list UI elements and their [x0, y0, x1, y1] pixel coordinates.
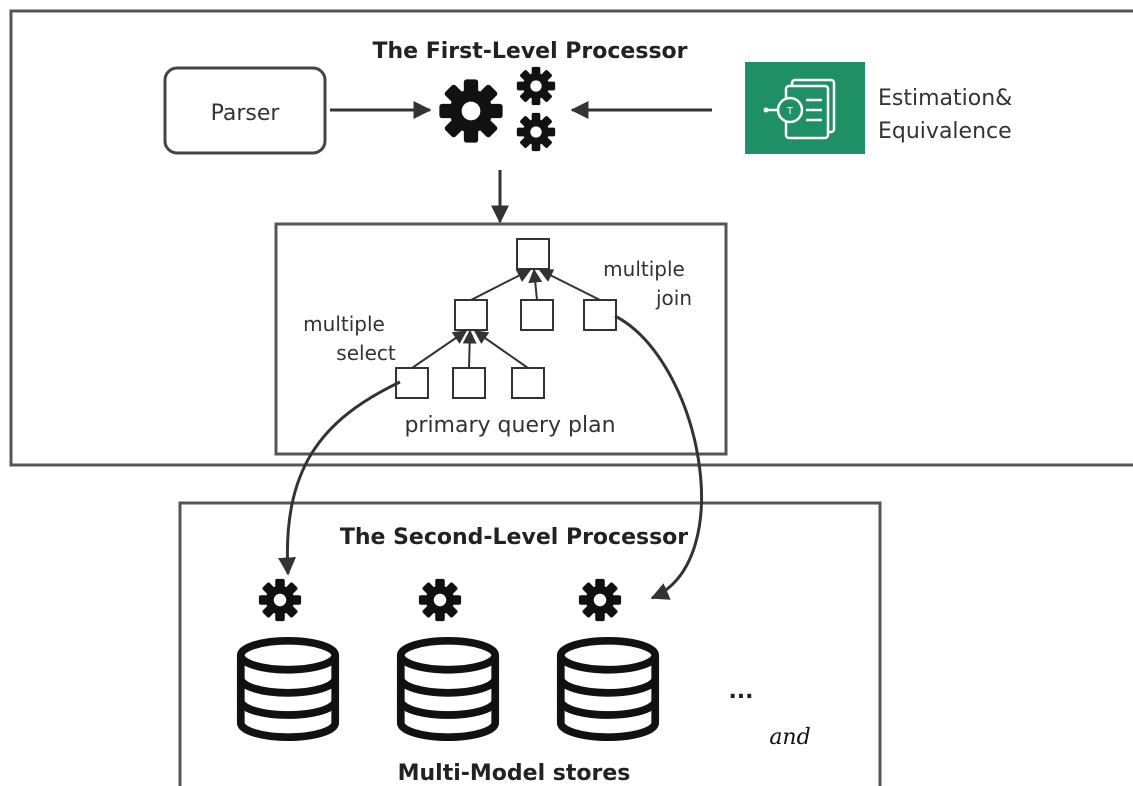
multi-model-stores-label: Multi-Model stores — [398, 761, 631, 786]
store-gear-icon-1 — [258, 578, 302, 622]
multiple-select-label-2: select — [336, 341, 396, 365]
plan-select-node — [454, 299, 488, 331]
parser-label: Parser — [211, 101, 281, 126]
svg-text:T: T — [786, 106, 794, 117]
estimation-label: Estimation& — [878, 86, 1012, 111]
first-level-processor-box — [9, 9, 1133, 467]
first-level-title: The First-Level Processor — [372, 39, 687, 64]
database-icon-1 — [241, 641, 335, 737]
database-icon-3 — [561, 641, 655, 737]
second-level-title: The Second-Level Processor — [340, 525, 688, 550]
database-icon-2 — [401, 641, 495, 737]
multiple-select-label-1: multiple — [303, 312, 385, 336]
second-level-processor-box — [178, 501, 882, 786]
plan-root-node — [516, 238, 550, 270]
store-gear-icon-2 — [418, 578, 462, 622]
plan-edge — [411, 330, 468, 369]
plan-middle-node — [520, 299, 554, 331]
plan-edge — [528, 268, 543, 301]
primary-query-plan-label: primary query plan — [404, 413, 615, 438]
store-gear-icon-3 — [578, 578, 622, 622]
plan-edge — [473, 330, 529, 369]
plan-leaf-node-2 — [452, 367, 486, 399]
query-plan-box — [274, 222, 728, 456]
parser-box — [163, 66, 327, 155]
plan-join-node — [583, 299, 617, 331]
more-stores-ellipsis: ... — [728, 679, 753, 704]
equivalence-label: Equivalence — [878, 119, 1012, 144]
join-to-store-arrow — [614, 314, 703, 600]
plan-edge — [538, 269, 601, 301]
plan-leaf-node-1 — [395, 367, 429, 399]
plan-edge — [462, 329, 477, 369]
plan-edge — [470, 269, 532, 301]
and-label: and — [769, 725, 810, 750]
document-analysis-icon: T — [745, 62, 865, 154]
processor-gears-icon — [439, 66, 556, 152]
multiple-join-label-1: multiple — [603, 257, 685, 281]
plan-leaf-node-3 — [511, 367, 545, 399]
select-to-store-arrow — [278, 380, 401, 576]
multiple-join-label-2: join — [655, 286, 692, 310]
